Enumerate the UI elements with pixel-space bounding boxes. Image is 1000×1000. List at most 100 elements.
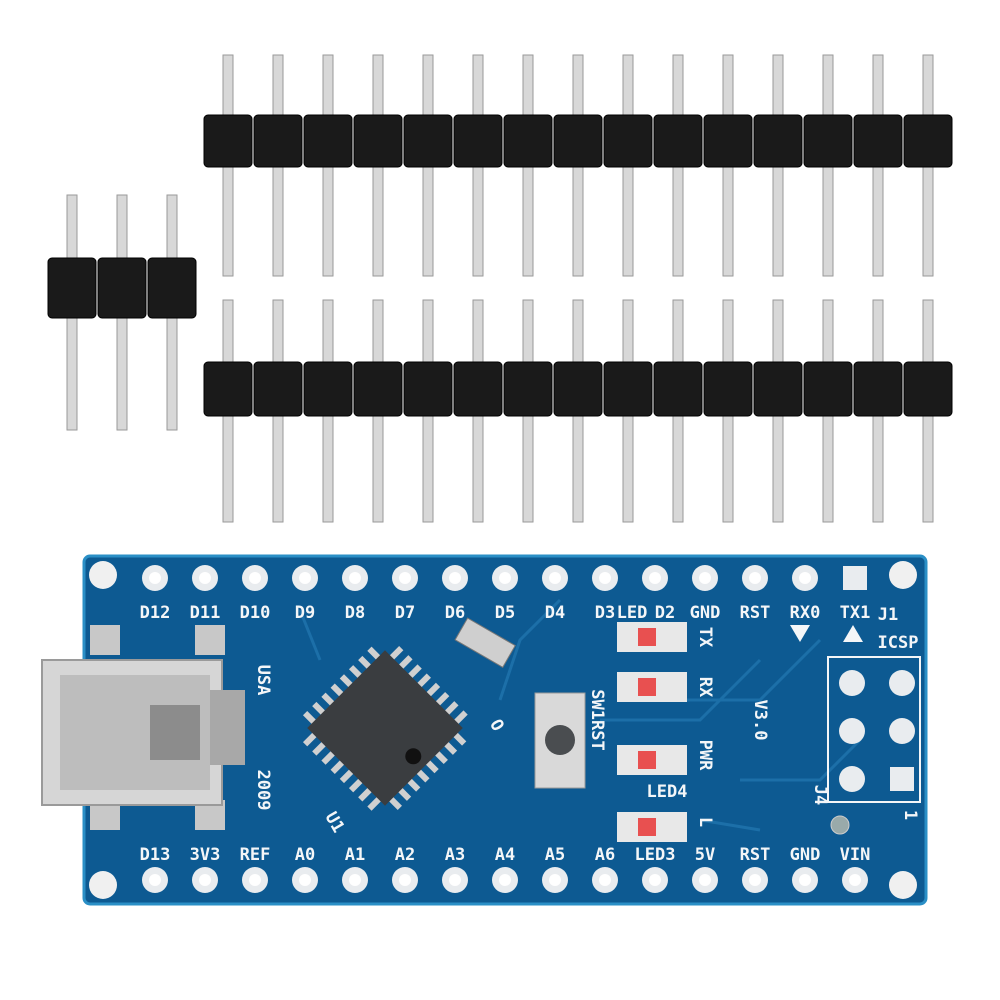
header-plastic-block bbox=[253, 114, 303, 168]
icsp-pad bbox=[889, 670, 915, 696]
header-plastic-block bbox=[47, 257, 97, 319]
pin-label-rx0: RX0 bbox=[790, 603, 821, 623]
header-plastic-block bbox=[503, 114, 553, 168]
mounting-hole bbox=[889, 561, 917, 589]
mounting-hole bbox=[889, 871, 917, 899]
header-plastic-block bbox=[903, 361, 953, 417]
pin-label-d10: D10 bbox=[240, 603, 271, 623]
header-plastic-block bbox=[603, 114, 653, 168]
header-plastic-block bbox=[147, 257, 197, 319]
pin-headers bbox=[47, 54, 953, 523]
icsp-pad bbox=[890, 767, 914, 791]
crystal bbox=[454, 617, 516, 668]
pin-label-ref: REF bbox=[240, 845, 271, 865]
header-plastic-block bbox=[253, 361, 303, 417]
pin-header-row-2 bbox=[203, 299, 953, 523]
pin-label-d6: D6 bbox=[445, 603, 465, 623]
header-plastic-block bbox=[203, 114, 253, 168]
atmega328p-chip bbox=[302, 645, 468, 811]
header-plastic-block bbox=[453, 361, 503, 417]
pin-label-a4: A4 bbox=[495, 845, 515, 865]
icsp-label: ICSP bbox=[878, 633, 919, 653]
header-plastic-block bbox=[753, 361, 803, 417]
pin-label-d7: D7 bbox=[395, 603, 415, 623]
pin-label-rst: RST bbox=[740, 845, 771, 865]
rx-arrow-icon bbox=[790, 625, 810, 642]
reset-button[interactable] bbox=[534, 692, 586, 789]
pin-header-3pin bbox=[47, 194, 197, 431]
pin-header-row-1 bbox=[203, 54, 953, 277]
pin-pad bbox=[843, 566, 867, 590]
header-plastic-block bbox=[353, 114, 403, 168]
mounting-hole bbox=[89, 871, 117, 899]
header-plastic-block bbox=[753, 114, 803, 168]
pin-label-d8: D8 bbox=[345, 603, 365, 623]
pin-label-a6: A6 bbox=[595, 845, 615, 865]
header-plastic-block bbox=[653, 361, 703, 417]
sw1rst-label: SW1RST bbox=[587, 689, 607, 750]
header-plastic-block bbox=[203, 361, 253, 417]
icsp-pad bbox=[889, 718, 915, 744]
pin1-label: 1 bbox=[900, 810, 920, 820]
header-plastic-block bbox=[803, 114, 853, 168]
usa-label: USA bbox=[253, 665, 273, 696]
pin-label-d13: D13 bbox=[140, 845, 171, 865]
led4-label: LED4 bbox=[647, 782, 688, 802]
tx-arrow-icon bbox=[843, 625, 863, 642]
header-plastic-block bbox=[703, 361, 753, 417]
pin-label-d9: D9 bbox=[295, 603, 315, 623]
header-plastic-block bbox=[603, 361, 653, 417]
header-plastic-block bbox=[353, 361, 403, 417]
led-pwr bbox=[617, 745, 687, 775]
header-plastic-block bbox=[403, 114, 453, 168]
header-plastic-block bbox=[553, 114, 603, 168]
icsp-outline bbox=[827, 656, 921, 803]
header-plastic-block bbox=[453, 114, 503, 168]
header-plastic-block bbox=[503, 361, 553, 417]
icsp-header-pads bbox=[839, 670, 915, 792]
pin-label-vin: VIN bbox=[840, 845, 871, 865]
rx-label: RX bbox=[695, 677, 715, 698]
pin-label-d2: D2 bbox=[655, 603, 675, 623]
pin-label-5v: 5V bbox=[695, 845, 715, 865]
header-plastic-block bbox=[703, 114, 753, 168]
header-plastic-block bbox=[303, 361, 353, 417]
pin-label-rst: RST bbox=[740, 603, 771, 623]
led-l bbox=[617, 812, 687, 842]
pin-label-gnd: GND bbox=[790, 845, 821, 865]
pin-label-d3: D3 bbox=[595, 603, 615, 623]
header-plastic-block bbox=[853, 114, 903, 168]
pin-label-a1: A1 bbox=[345, 845, 365, 865]
pin-label-3v3: 3V3 bbox=[190, 845, 221, 865]
icsp-pad bbox=[839, 718, 865, 744]
header-plastic-block bbox=[653, 114, 703, 168]
pin-label-a5: A5 bbox=[545, 845, 565, 865]
pin-label-a0: A0 bbox=[295, 845, 315, 865]
pin-label-led3: LED3 bbox=[635, 845, 676, 865]
pin-pads bbox=[89, 561, 917, 899]
icsp-pad bbox=[839, 766, 865, 792]
pin-label-gnd: GND bbox=[690, 603, 721, 623]
pin-label-d12: D12 bbox=[140, 603, 171, 623]
header-plastic-block bbox=[853, 361, 903, 417]
test-point bbox=[830, 815, 850, 835]
header-plastic-block bbox=[97, 257, 147, 319]
mounting-hole bbox=[89, 561, 117, 589]
led-rx bbox=[617, 672, 687, 702]
j4-label: J4 bbox=[810, 785, 830, 805]
header-plastic-block bbox=[403, 361, 453, 417]
pin-label-d11: D11 bbox=[190, 603, 221, 623]
header-plastic-block bbox=[553, 361, 603, 417]
pin-label-d4: D4 bbox=[545, 603, 565, 623]
l-label: L bbox=[695, 817, 715, 827]
led-label: LED bbox=[617, 603, 648, 623]
j1-label: J1 bbox=[878, 605, 898, 625]
icsp-pad bbox=[839, 670, 865, 696]
year-label: 2009 bbox=[253, 770, 273, 811]
mini-usb-connector[interactable] bbox=[41, 625, 245, 830]
header-plastic-block bbox=[903, 114, 953, 168]
tx-label: TX bbox=[695, 627, 715, 648]
